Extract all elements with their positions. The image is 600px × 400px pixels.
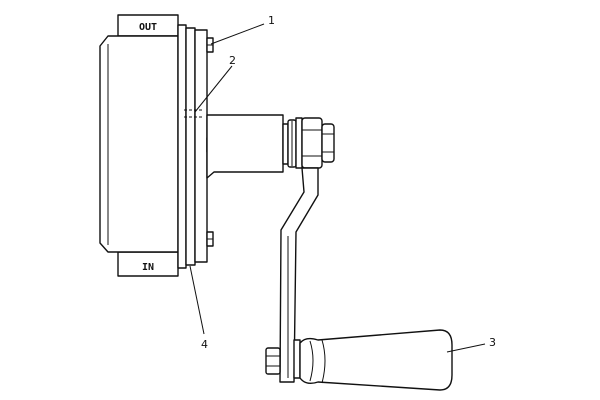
mounting-bolt-top xyxy=(206,37,214,53)
callout-2: 2 xyxy=(229,54,236,67)
out-label: OUT xyxy=(139,22,157,33)
callout-4: 4 xyxy=(201,338,208,351)
handle-pivot-bolt xyxy=(265,347,281,375)
gearbox-housing xyxy=(99,14,179,277)
cover-plate xyxy=(194,29,208,263)
in-label: IN xyxy=(142,262,154,273)
mounting-bolt-bottom xyxy=(206,231,214,247)
callout-1: 1 xyxy=(268,14,275,27)
crank-arm xyxy=(279,167,319,383)
shaft-nut-stack xyxy=(282,117,335,169)
leader-lines xyxy=(189,23,486,353)
callout-3: 3 xyxy=(489,336,496,349)
crank-handle-grip xyxy=(293,329,453,391)
dowel-pin-hidden xyxy=(184,109,204,118)
shaft-housing xyxy=(206,114,284,179)
gasket-flange xyxy=(177,24,196,269)
